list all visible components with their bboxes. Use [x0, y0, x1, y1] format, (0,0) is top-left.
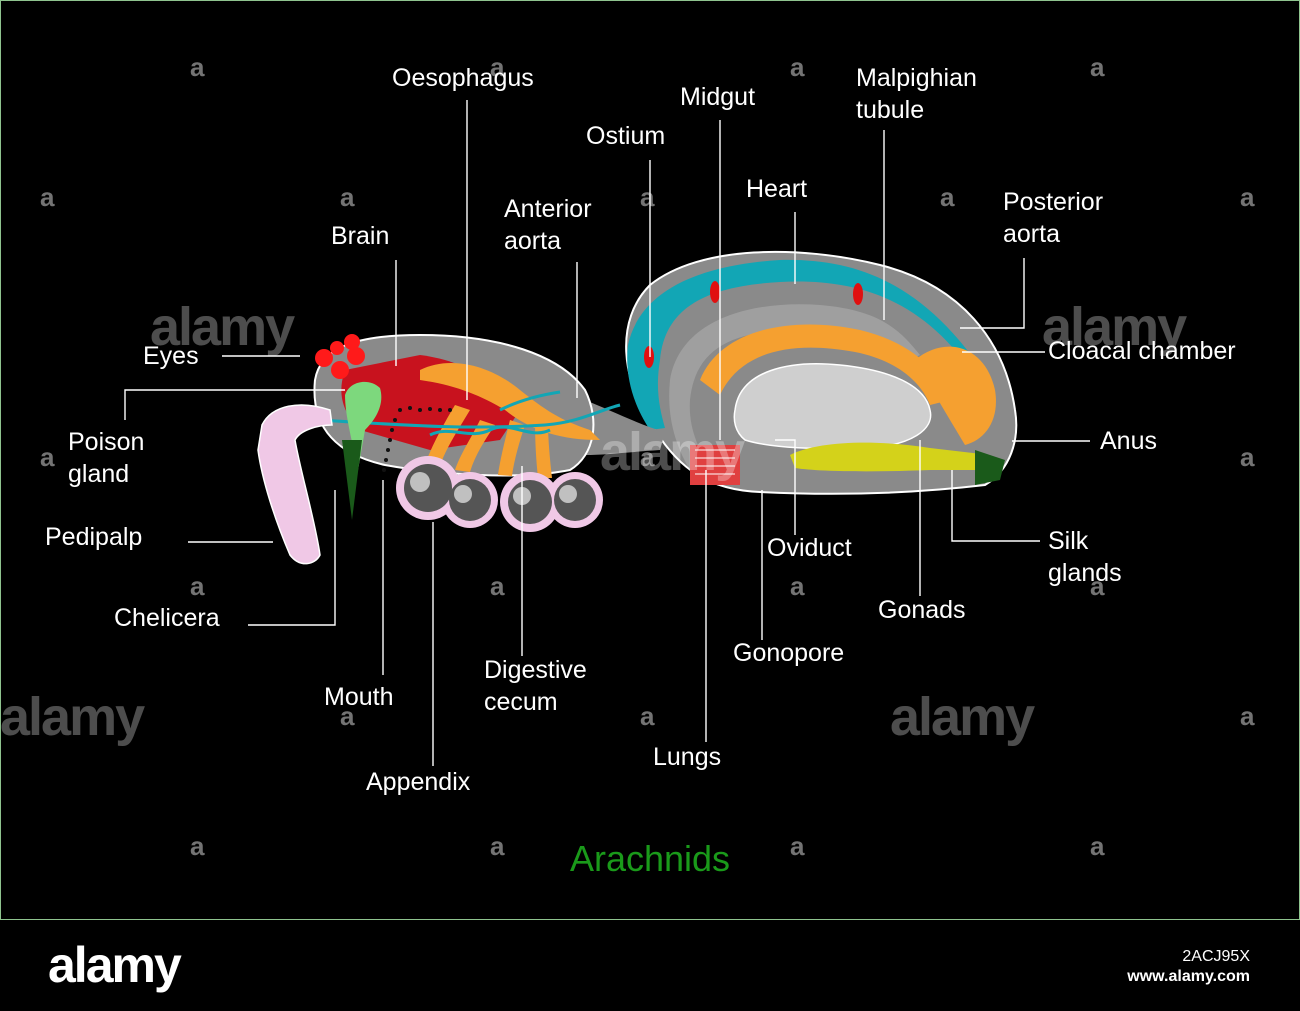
diagram-title: Arachnids — [569, 838, 731, 879]
leg-coxae — [396, 456, 603, 532]
leader-chelicera — [248, 490, 336, 626]
wm-logo: alamy — [150, 297, 295, 357]
wm-a: a — [490, 571, 505, 601]
label-gonopore: Gonopore — [733, 639, 845, 667]
label-digestive-cecum-2: cecum — [484, 688, 558, 716]
wm-a: a — [1090, 52, 1105, 82]
label-eyes: Eyes — [143, 342, 199, 370]
ostium-2 — [710, 281, 720, 303]
leader-posterior-aorta — [960, 258, 1025, 329]
wm-a: a — [190, 571, 205, 601]
label-posterior-aorta-2: aorta — [1003, 220, 1060, 248]
label-digestive-cecum-1: Digestive — [484, 656, 587, 684]
chelicera-shape — [342, 440, 362, 520]
spinnerets — [975, 450, 1005, 485]
pedipalp-shape — [257, 404, 333, 565]
nerve-dots — [382, 406, 452, 472]
label-cloacal-chamber: Cloacal chamber — [1048, 337, 1236, 365]
image-id: 2ACJ95X — [1182, 948, 1250, 965]
label-anterior-aorta-1: Anterior — [504, 195, 592, 223]
watermark-url: www.alamy.com — [1127, 968, 1250, 985]
lungs-lines — [695, 449, 735, 475]
leader-oviduct — [775, 439, 796, 535]
wm-a: a — [340, 701, 355, 731]
wm-a: a — [340, 182, 355, 212]
label-silk-glands-1: Silk — [1048, 527, 1089, 555]
wm-a: a — [1240, 182, 1255, 212]
label-heart: Heart — [746, 175, 808, 203]
label-chelicera: Chelicera — [114, 604, 220, 632]
wm-a: a — [790, 52, 805, 82]
ostium-3 — [853, 283, 863, 305]
watermark-letters: a a a a a a a a a a a a a a a a a a a a a a a — [40, 52, 1255, 861]
label-anus: Anus — [1100, 427, 1157, 455]
wm-a: a — [40, 182, 55, 212]
wm-a: a — [640, 182, 655, 212]
label-pedipalp: Pedipalp — [45, 523, 143, 551]
pedicel — [585, 400, 665, 455]
label-mouth: Mouth — [324, 683, 394, 711]
watermark-logos: alamy alamy alamy alamy alamy — [0, 297, 1189, 747]
label-gonads: Gonads — [878, 596, 966, 624]
wm-a: a — [790, 571, 805, 601]
wm-a: a — [940, 182, 955, 212]
wm-logo: alamy — [1042, 297, 1187, 357]
ostium-1 — [644, 346, 654, 368]
diagram-frame — [0, 0, 1300, 920]
label-oesophagus: Oesophagus — [392, 64, 534, 92]
wm-a: a — [190, 831, 205, 861]
wm-a: a — [190, 52, 205, 82]
label-poison-gland-1: Poison — [68, 428, 145, 456]
gonads-shape — [733, 363, 932, 450]
heart-band — [627, 259, 995, 430]
wm-logo: alamy — [600, 422, 745, 482]
label-malpighian-1: Malpighian — [856, 64, 977, 92]
wm-a: a — [1090, 831, 1105, 861]
spider-anatomy-diagram: a a a a a a a a a a a a a a a a a a a a a a a alam… — [0, 52, 1255, 861]
wm-a: a — [490, 831, 505, 861]
label-oviduct: Oviduct — [767, 534, 852, 562]
aorta-vessels — [319, 390, 621, 437]
label-ostium: Ostium — [586, 122, 666, 150]
eyes-shape — [315, 334, 365, 379]
lungs-shape — [690, 445, 740, 485]
abdomen-gut — [700, 324, 950, 405]
label-posterior-aorta-1: Posterior — [1003, 188, 1104, 216]
wm-a: a — [640, 701, 655, 731]
leader-silk — [951, 470, 1040, 542]
leader-poison — [124, 389, 345, 420]
label-brain: Brain — [331, 222, 390, 250]
wm-a: a — [640, 442, 655, 472]
wm-logo: alamy — [0, 687, 145, 747]
label-malpighian-2: tubule — [856, 96, 925, 124]
label-silk-glands-2: glands — [1048, 559, 1122, 587]
wm-a: a — [790, 831, 805, 861]
label-anterior-aorta-2: aorta — [504, 227, 561, 255]
leader-lines — [124, 100, 1090, 766]
cloaca — [915, 346, 996, 445]
wm-a: a — [490, 52, 505, 82]
silk-glands-shape — [790, 442, 990, 472]
label-poison-gland-2: gland — [68, 460, 130, 488]
label-lungs: Lungs — [653, 743, 722, 771]
wm-a: a — [40, 442, 55, 472]
wm-logo: alamy — [890, 687, 1035, 747]
label-appendix: Appendix — [366, 768, 471, 796]
label-midgut: Midgut — [680, 83, 756, 111]
wm-a: a — [1090, 571, 1105, 601]
wm-a: a — [1240, 701, 1255, 731]
wm-a: a — [1240, 442, 1255, 472]
alamy-logo: alamy — [48, 937, 182, 993]
watermark-footer — [0, 920, 1300, 1011]
